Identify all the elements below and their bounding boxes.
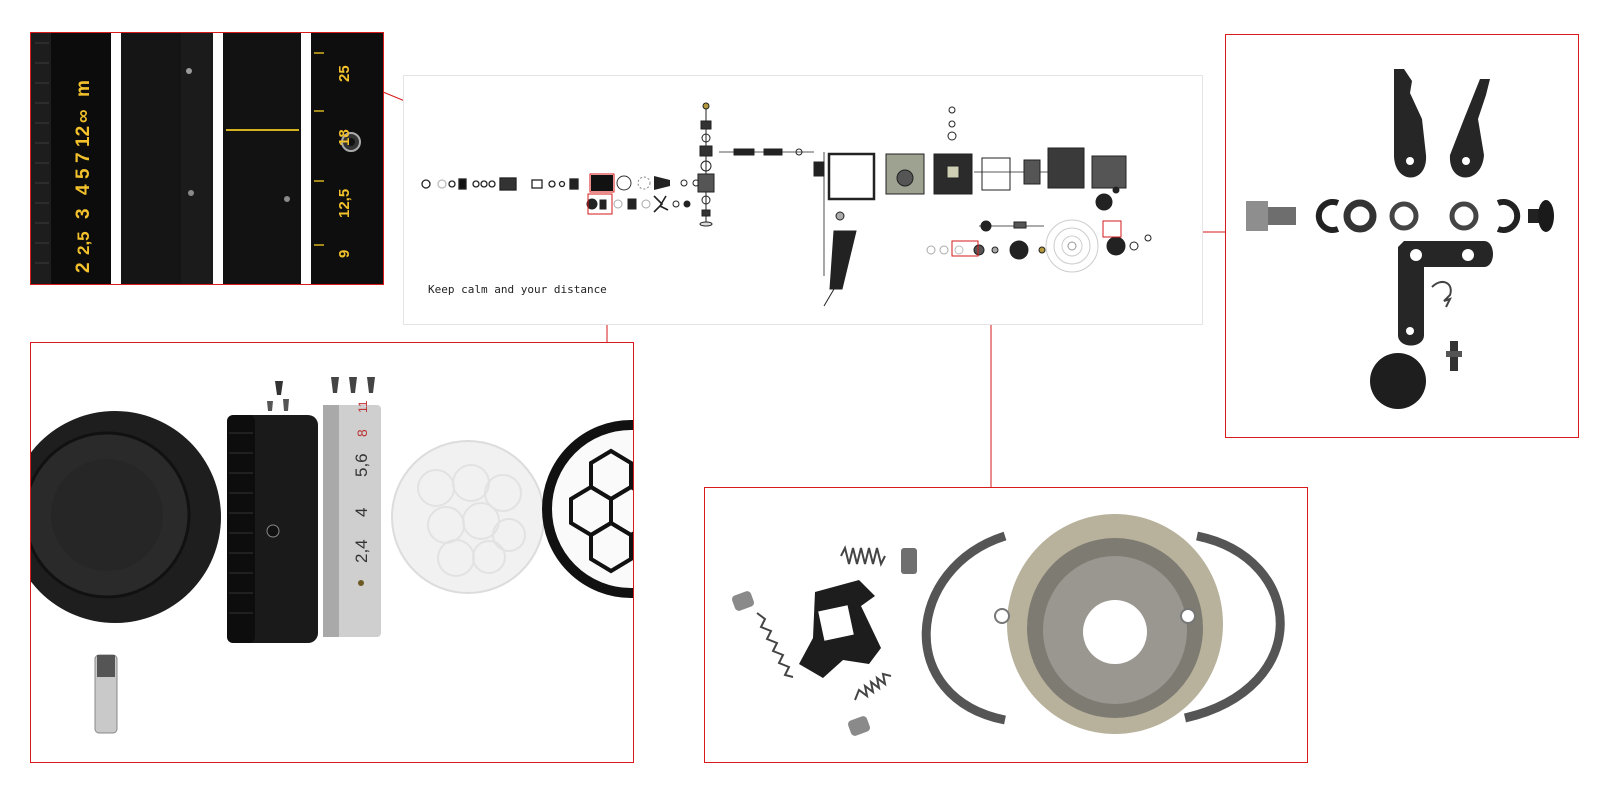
feet-unit: m xyxy=(73,80,94,97)
exploded-view-strip: Keep calm and your distance xyxy=(403,75,1203,325)
spring-assembly-detail xyxy=(731,514,1285,736)
feet-mark-7: ∞ xyxy=(73,109,94,123)
caption-text: Keep calm and your distance xyxy=(428,283,607,296)
meter-mark-2: 18 xyxy=(336,129,353,146)
feet-mark-5: 7 xyxy=(73,152,94,163)
zoom-aperture-parts: 2,4 4 5,6 8 11 xyxy=(30,342,634,763)
meter-mark-3: 25 xyxy=(336,65,353,82)
feet-mark-3: 4 xyxy=(73,184,94,195)
zoom-lever-assembly xyxy=(1225,34,1579,438)
focus-ring-detail: 2 2,5 3 4 5 7 12 ∞ m 9 12,5 18 25 xyxy=(31,33,383,284)
feet-mark-1: 2,5 xyxy=(74,231,93,255)
aperture-parts-detail: 2,4 4 5,6 8 11 xyxy=(31,377,633,734)
zoom-spring-assembly xyxy=(704,487,1308,763)
aperture-mark-2: 5,6 xyxy=(352,453,371,477)
feet-mark-6: 12 xyxy=(73,126,94,147)
feet-mark-4: 5 xyxy=(73,168,94,179)
feet-mark-2: 3 xyxy=(73,208,94,219)
aperture-mark-1: 4 xyxy=(352,508,371,517)
aperture-mark-0: 2,4 xyxy=(352,539,371,563)
exploded-parts-diagram xyxy=(421,102,1152,307)
feet-mark-0: 2 xyxy=(73,262,94,273)
aperture-mark-3: 8 xyxy=(354,429,370,437)
zoom-focus-ring: 2 2,5 3 4 5 7 12 ∞ m 9 12,5 18 25 xyxy=(30,32,384,285)
meter-mark-1: 12,5 xyxy=(336,189,353,218)
aperture-mark-4: 11 xyxy=(356,400,370,413)
meter-mark-0: 9 xyxy=(336,250,353,258)
lever-assembly-detail xyxy=(1246,69,1554,409)
